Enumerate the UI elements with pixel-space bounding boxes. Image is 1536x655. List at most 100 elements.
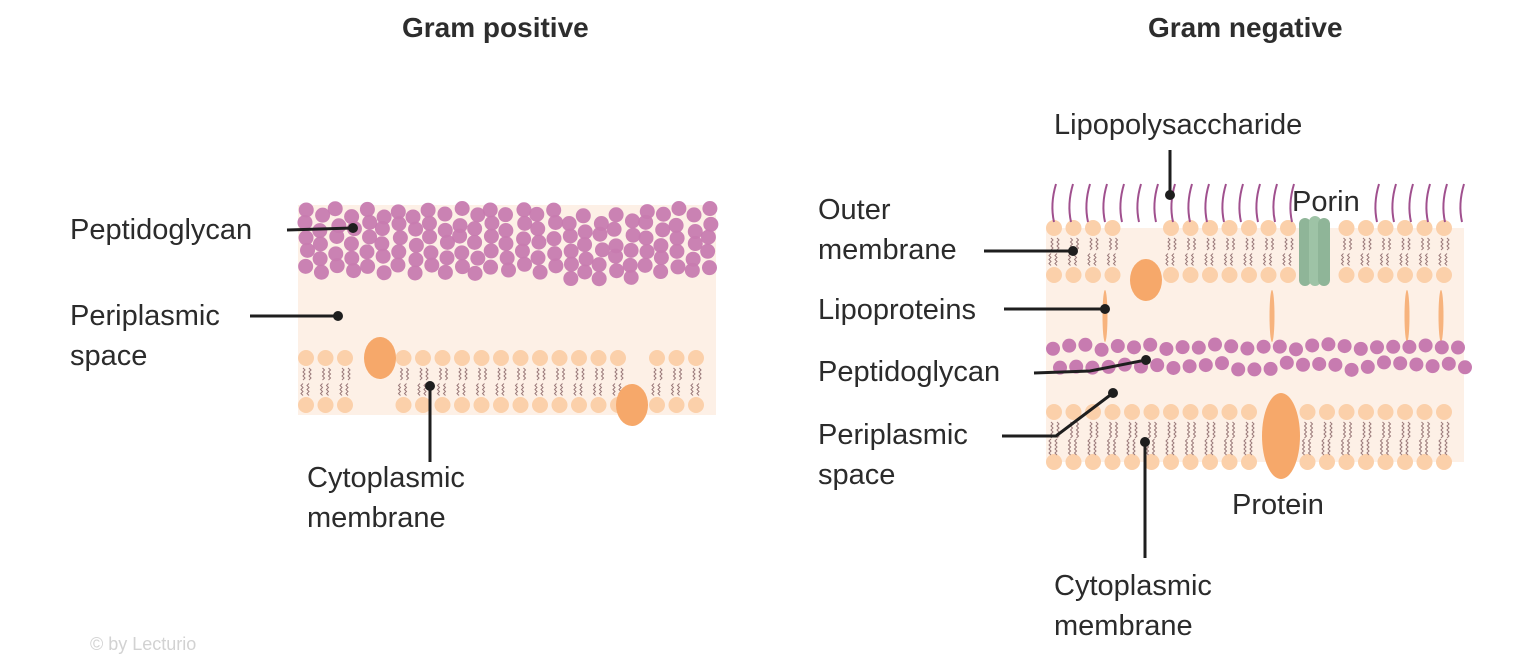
peptidoglycan-unit — [1360, 359, 1375, 374]
leader-gn-periplasmic-space — [1002, 391, 1114, 438]
peptidoglycan-unit — [1215, 356, 1229, 371]
lipid-tail — [1112, 253, 1117, 266]
peptidoglycan-unit — [700, 229, 716, 245]
lipid-head — [590, 397, 607, 413]
lipid-tail — [1245, 421, 1249, 439]
peptidoglycan-unit — [703, 216, 719, 232]
lipid-tail — [698, 367, 702, 381]
lipid-head — [688, 350, 704, 366]
lps-chain — [1459, 183, 1465, 223]
lipid-tail — [1342, 237, 1347, 251]
lipid-tail — [1229, 438, 1234, 456]
lipid-head — [1377, 220, 1394, 236]
peptidoglycan-unit — [391, 244, 407, 260]
lipid-tail — [1401, 421, 1405, 439]
peptidoglycan-unit — [375, 248, 391, 264]
lipid-tail — [1284, 237, 1288, 251]
lipid-tail — [678, 367, 683, 381]
peptidoglycan-unit — [1279, 355, 1294, 370]
lipid-head — [1085, 220, 1101, 236]
lipid-tail — [676, 383, 681, 396]
lipid-head — [1338, 454, 1355, 470]
lps-chain — [1255, 183, 1261, 223]
peptidoglycan-unit — [390, 204, 406, 220]
peptidoglycan-unit — [343, 236, 359, 252]
lipid-head — [473, 350, 490, 366]
lipid-tail — [1340, 438, 1345, 456]
peptidoglycan-unit — [563, 271, 579, 287]
lipid-tail — [300, 383, 304, 396]
lipid-head — [532, 350, 548, 366]
lipid-tail — [592, 383, 597, 396]
peptidoglycan-unit — [346, 263, 362, 279]
peptidoglycan-unit — [1289, 342, 1303, 357]
peptidoglycan-unit — [1150, 358, 1165, 373]
peptidoglycan-unit — [1094, 342, 1109, 357]
lipid-tail — [1050, 237, 1054, 251]
lipid-head — [1397, 454, 1413, 470]
lipid-tail — [1167, 421, 1171, 439]
lipid-tail — [1381, 237, 1386, 251]
lipid-tail — [1204, 253, 1208, 266]
peptidoglycan-unit — [638, 214, 654, 230]
lipid-head — [1143, 404, 1160, 420]
peptidoglycan-unit — [637, 257, 653, 273]
lipoprotein — [1269, 290, 1275, 342]
peptidoglycan-unit — [452, 228, 468, 244]
peptidoglycan-unit — [437, 206, 453, 222]
lipid-tail — [442, 383, 447, 396]
periplasmic-space — [1046, 228, 1464, 462]
peptidoglycan-unit — [1377, 355, 1391, 370]
lps-chain — [1374, 183, 1380, 223]
lipid-tail — [1173, 237, 1177, 251]
peptidoglycan-unit — [668, 217, 684, 233]
peptidoglycan-unit — [591, 257, 607, 273]
lipid-tail — [417, 383, 421, 396]
peptidoglycan-unit — [344, 209, 360, 225]
lipid-tail — [1243, 253, 1247, 266]
lipid-tail — [522, 367, 527, 381]
lipid-tail — [1167, 237, 1171, 251]
lipid-head — [395, 397, 412, 413]
peptidoglycan-unit — [374, 221, 390, 237]
peptidoglycan-unit — [655, 206, 671, 222]
peptidoglycan-unit — [687, 236, 703, 252]
peptidoglycan-unit — [577, 264, 593, 280]
lipid-head — [1436, 404, 1452, 420]
peptidoglycan-unit — [671, 201, 687, 217]
peptidoglycan-unit — [344, 250, 360, 266]
peptidoglycan-unit — [454, 201, 470, 217]
peptidoglycan-unit — [546, 202, 562, 218]
gn-label-cytoplasmic-membrane: Cytoplasmic membrane — [1054, 570, 1212, 642]
lipid-tail — [1108, 237, 1113, 251]
lipid-head — [1358, 454, 1374, 470]
lps-chain — [1170, 183, 1176, 223]
lipid-tail — [553, 383, 558, 396]
lipid-head — [1163, 404, 1179, 420]
lps-chain — [1051, 183, 1057, 223]
peptidoglycan-unit — [529, 206, 545, 222]
lipid-head — [1202, 454, 1218, 470]
lipid-tail — [1048, 438, 1052, 456]
lipid-tail — [347, 367, 351, 381]
lipid-head — [434, 350, 451, 366]
lipid-tail — [1095, 237, 1099, 251]
lipid-head — [1163, 220, 1179, 236]
membrane-protein — [616, 384, 648, 426]
lipid-tail — [1231, 421, 1236, 439]
lipid-tail — [419, 367, 423, 381]
lps-chain — [1272, 183, 1278, 223]
lipid-head — [337, 350, 353, 366]
lipid-head — [1241, 267, 1257, 283]
lipid-tail — [438, 367, 443, 381]
lipid-tail — [1307, 438, 1312, 456]
lipid-tail — [1126, 438, 1130, 456]
lipid-head — [298, 397, 314, 413]
peptidoglycan-unit — [298, 258, 314, 274]
peptidoglycan-unit — [376, 209, 392, 225]
lipid-tail — [1075, 237, 1080, 251]
peptidoglycan-unit — [638, 230, 654, 246]
lipid-head — [1065, 454, 1082, 470]
peptidoglycan-unit — [467, 221, 483, 237]
lipid-tail — [672, 367, 677, 381]
